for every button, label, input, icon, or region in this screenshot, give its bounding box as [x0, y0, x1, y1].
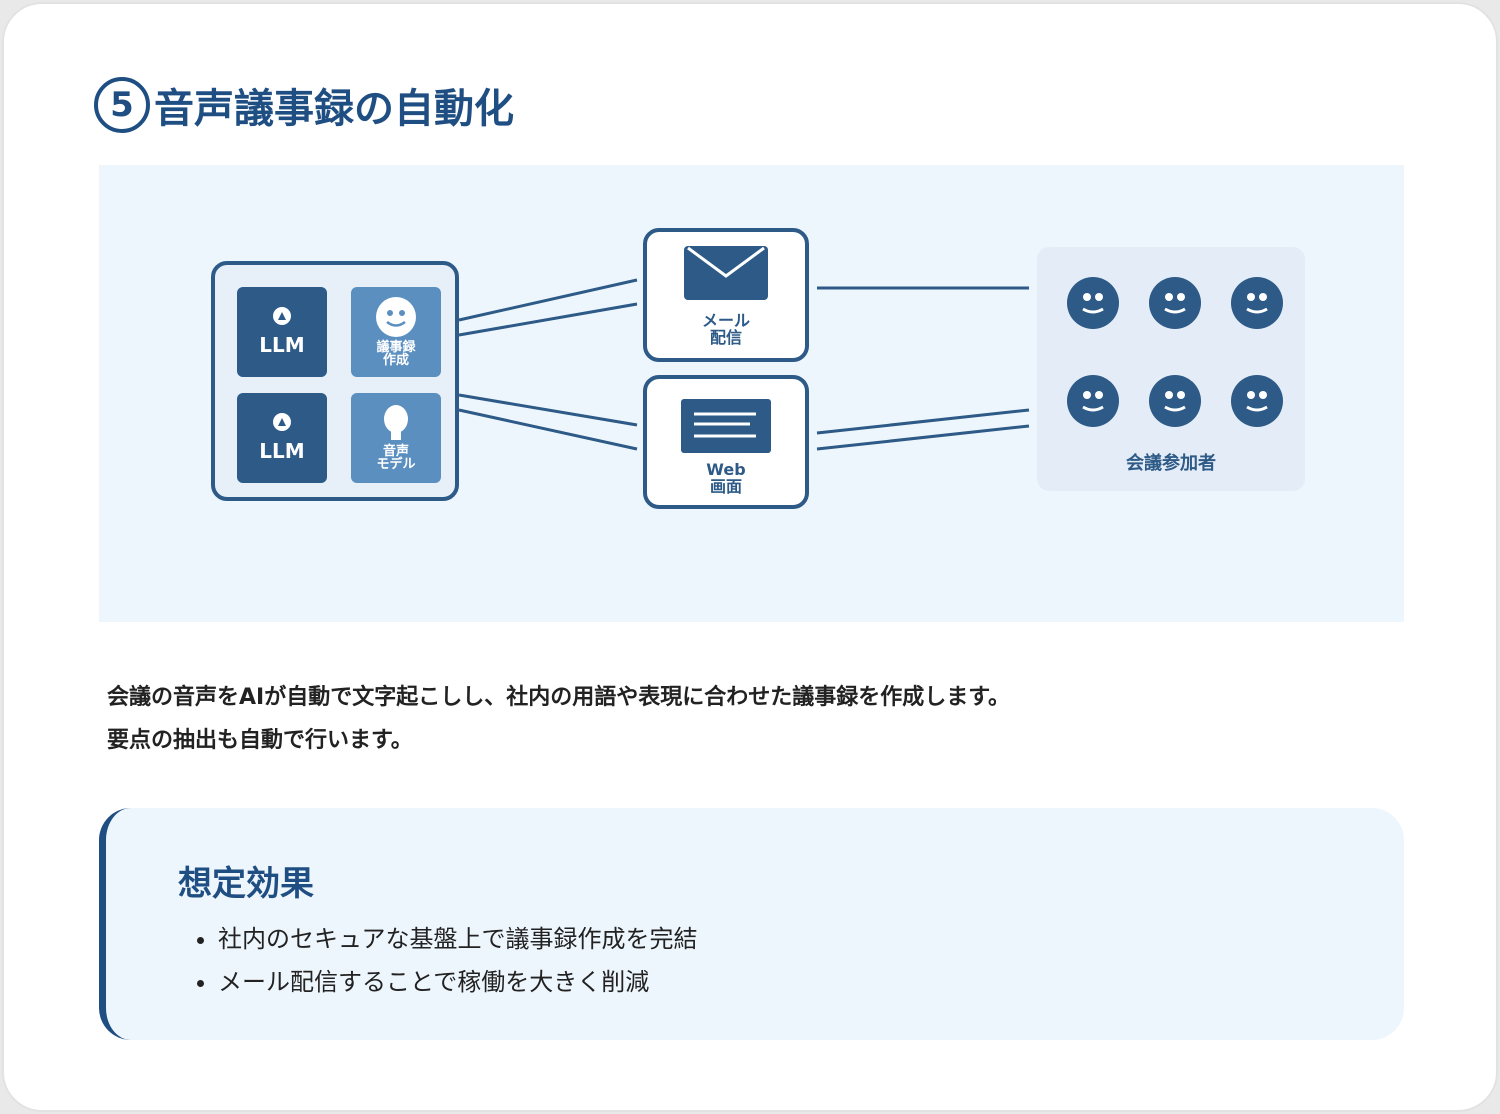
llm-icon: [273, 307, 291, 325]
participant-face-icon: [1149, 277, 1201, 329]
title-text: 音声議事録の自動化: [154, 86, 514, 132]
participants-group: 会議参加者: [1037, 247, 1305, 491]
connector-lines: [458, 278, 1030, 451]
llm-icon: [273, 413, 291, 431]
ai-platform-box: LLM 議事録 作成 LLM 音声 モデル: [211, 261, 459, 501]
page-title: 5 音声議事録の自動化: [94, 76, 514, 134]
step-number: 5: [94, 77, 150, 133]
web-label: Web: [706, 460, 746, 479]
web-screen-icon: [681, 399, 771, 453]
mail-label: メール: [701, 311, 750, 330]
participant-face-icon: [1067, 277, 1119, 329]
description: 会議の音声をAIが自動で文字起こしし、社内の用語や表現に合わせた議事録を作成しま…: [107, 676, 1010, 762]
llm-tile: LLM: [237, 393, 327, 483]
lightbulb-icon: [384, 405, 408, 440]
expected-effects-panel: 想定効果 社内のセキュアな基盤上で議事録作成を完結 メール配信することで稼働を大…: [99, 808, 1404, 1040]
effects-heading: 想定効果: [178, 864, 314, 904]
mail-label: 配信: [709, 328, 742, 347]
effect-item: メール配信することで稼働を大きく削減: [218, 961, 698, 1004]
tile-label: LLM: [259, 333, 305, 357]
participant-face-icon: [1149, 375, 1201, 427]
participant-face-icon: [1067, 375, 1119, 427]
envelope-icon: [684, 246, 768, 300]
participants-label: 会議参加者: [1126, 453, 1216, 474]
web-label: 画面: [709, 477, 742, 496]
participant-face-icon: [1231, 277, 1283, 329]
architecture-diagram: LLM 議事録 作成 LLM 音声 モデル メール 配信 Web 画面 会議参加…: [99, 165, 1404, 622]
tile-label: モデル: [376, 457, 416, 472]
effect-item: 社内のセキュアな基盤上で議事録作成を完結: [218, 918, 698, 961]
llm-tile: LLM: [237, 287, 327, 377]
tile-label: LLM: [259, 439, 305, 463]
description-line: 要点の抽出も自動で行います。: [107, 728, 413, 753]
tile-label: 音声: [382, 444, 409, 459]
mail-delivery-box: メール 配信: [643, 228, 809, 362]
description-line: 会議の音声をAIが自動で文字起こしし、社内の用語や表現に合わせた議事録を作成しま…: [107, 685, 1011, 710]
smile-icon: [376, 297, 416, 337]
voice-model-tile: 音声 モデル: [351, 393, 441, 483]
web-screen-box: Web 画面: [643, 375, 809, 509]
tile-label: 議事録: [376, 340, 416, 355]
tile-label: 作成: [382, 353, 409, 368]
minutes-tile: 議事録 作成: [351, 287, 441, 377]
participant-face-icon: [1231, 375, 1283, 427]
